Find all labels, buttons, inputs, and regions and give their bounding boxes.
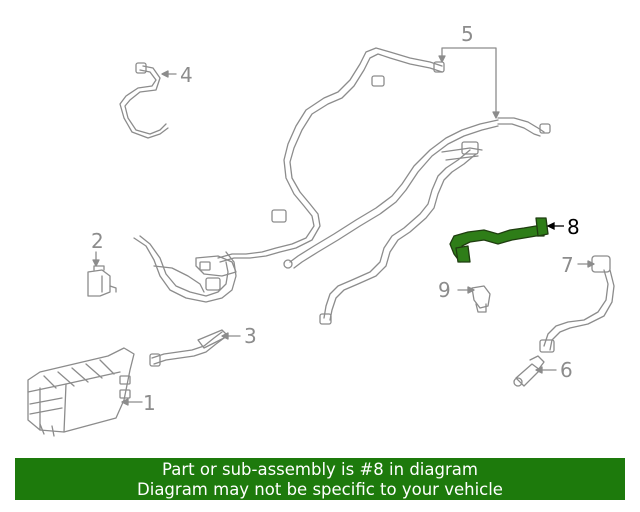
leader-lines [92,47,595,406]
part-7-hose [539,255,615,353]
banner-line-1: Part or sub-assembly is #8 in diagram [162,460,478,479]
callout-1-label: 1 [143,391,156,415]
part-1-canister [27,347,135,437]
callout-5-label: 5 [461,22,474,46]
part-3-hose [149,329,229,367]
part-9-fitting [471,285,491,313]
part-4-hose [119,62,169,139]
callout-4-label: 4 [180,63,193,87]
part-5-lines [217,47,551,325]
callout-6-label: 6 [560,358,573,382]
callout-2-label: 2 [91,229,104,253]
callout-8-label: 8 [567,215,580,239]
callout-3-label: 3 [244,324,257,348]
part-8-hose [449,217,549,263]
part-8-leader [546,221,564,231]
banner-line-2: Diagram may not be specific to your vehi… [137,480,503,499]
callout-7-label: 7 [561,253,574,277]
part-2-bracket [87,265,117,297]
callout-9-label: 9 [438,278,451,302]
part-info-banner: Part or sub-assembly is #8 in diagram Di… [15,458,625,500]
bracket-assembly [133,235,237,303]
